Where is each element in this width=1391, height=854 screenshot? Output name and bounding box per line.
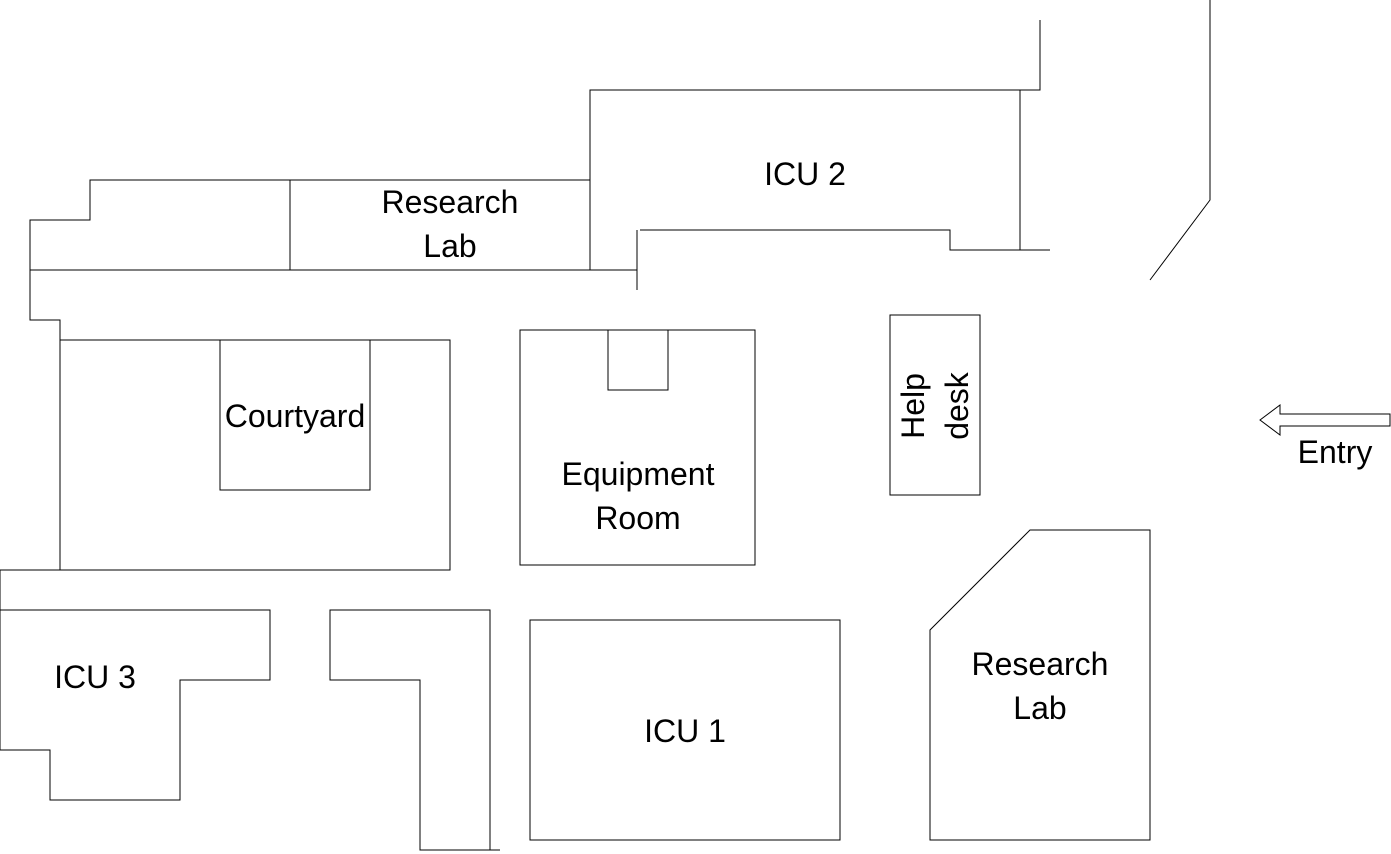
entry-label: Entry bbox=[1280, 430, 1390, 474]
icu2-text: ICU 2 bbox=[764, 156, 846, 192]
help-desk-label: Help desk bbox=[891, 331, 979, 481]
help-desk-line2: desk bbox=[939, 372, 975, 440]
research-lab-top-line2: Lab bbox=[423, 228, 477, 264]
icu1-text: ICU 1 bbox=[644, 713, 726, 749]
research-lab-top-label: Research Lab bbox=[350, 180, 550, 268]
equipment-closet bbox=[607, 329, 669, 391]
icu3-room bbox=[0, 609, 271, 801]
courtyard-block bbox=[59, 339, 451, 571]
arrow-left-outline-icon bbox=[1259, 404, 1391, 436]
equipment-room-line2: Room bbox=[595, 500, 681, 536]
equipment-room-line1: Equipment bbox=[561, 456, 715, 492]
courtyard-text: Courtyard bbox=[224, 398, 366, 434]
icu3-label: ICU 3 bbox=[15, 655, 175, 699]
icu1-room bbox=[529, 619, 841, 841]
icu3-text: ICU 3 bbox=[54, 659, 136, 695]
icu2-wall bbox=[589, 20, 1041, 270]
entrance-outer-wall bbox=[1149, 0, 1211, 281]
equipment-room-label: Equipment Room bbox=[538, 452, 738, 540]
help-desk bbox=[889, 314, 981, 496]
help-desk-line1: Help bbox=[895, 373, 931, 439]
research-lab-bottom-line2: Lab bbox=[1013, 690, 1067, 726]
courtyard bbox=[219, 339, 371, 491]
research-lab-bottom-line1: Research bbox=[971, 646, 1109, 682]
icu2-bottom-wall bbox=[640, 229, 1050, 251]
icu1-label: ICU 1 bbox=[585, 709, 785, 753]
icu2-label: ICU 2 bbox=[705, 152, 905, 196]
top-left-wing-wall bbox=[29, 179, 590, 340]
courtyard-label: Courtyard bbox=[195, 394, 395, 438]
entry-text: Entry bbox=[1297, 434, 1373, 470]
research-lab-bottom-room bbox=[929, 529, 1151, 841]
left-corridor-wall bbox=[0, 569, 60, 610]
research-lab-bottom-label: Research Lab bbox=[940, 642, 1140, 730]
research-lab-top-line1: Research bbox=[381, 184, 519, 220]
l-shaped-wing bbox=[329, 609, 500, 851]
